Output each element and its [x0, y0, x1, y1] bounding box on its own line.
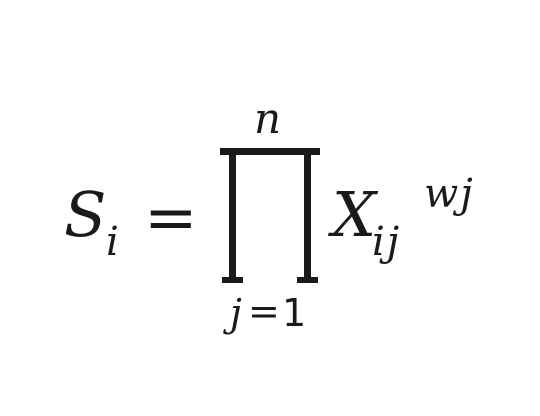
equals-sign: = — [144, 181, 198, 255]
term-symbol: X — [332, 178, 377, 251]
term-subscript: ij — [372, 219, 402, 265]
product-lower-limit-var: j — [230, 291, 242, 335]
product-upper-limit: n — [254, 94, 282, 143]
product-lower-limit-eq: = — [248, 289, 280, 333]
product-lower-limit-value: 1 — [282, 291, 307, 335]
lhs-subscript: i — [106, 219, 119, 265]
product-operator-icon — [220, 148, 320, 283]
term-exponent: wj — [424, 171, 475, 217]
lhs-symbol: S — [64, 178, 107, 251]
